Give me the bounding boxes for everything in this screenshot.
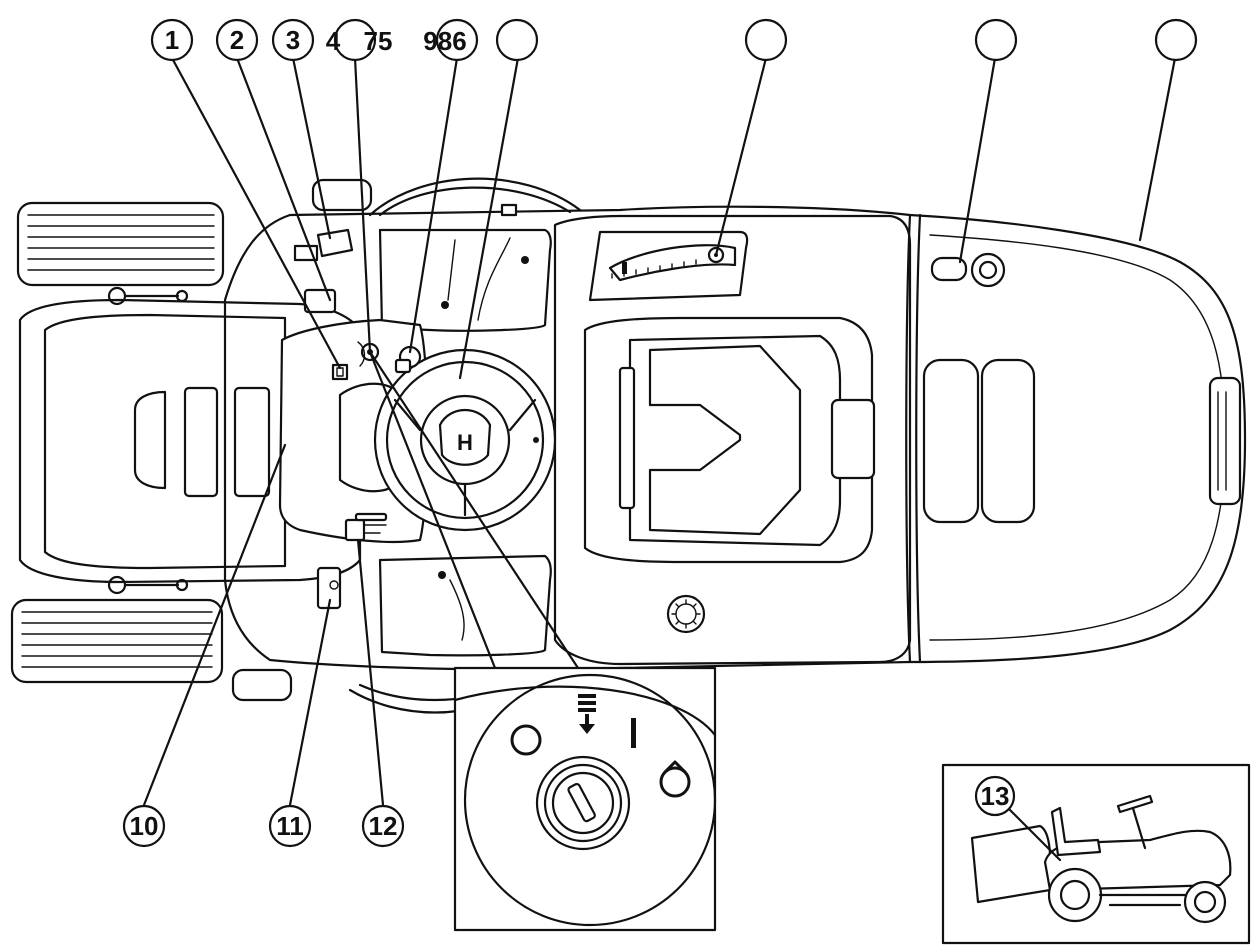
bottom-callouts: 10 11 12 [122, 804, 405, 848]
callout-11: 11 [276, 811, 304, 841]
fuel-gauge-icon [666, 594, 706, 634]
steering-wheel: H [373, 348, 557, 532]
height-scale-ticks [611, 259, 697, 279]
callout-2: 2 [230, 25, 244, 55]
rear-left-tyre [16, 201, 225, 287]
key-slot-icon [535, 755, 631, 851]
ignition-inset [453, 666, 717, 932]
choke-arrow-icon [578, 694, 596, 734]
loose-label-986: 986 [423, 26, 466, 56]
callout-3: 3 [286, 25, 300, 55]
top-callouts: 1 2 3 4 75 986 [150, 18, 1198, 62]
off-circle-icon [510, 724, 542, 756]
callout-13: 13 [981, 781, 1010, 811]
leader-lines [142, 56, 1177, 807]
side-view-inset: 13 [941, 763, 1251, 945]
svg-text:H: H [457, 430, 473, 455]
callout-1: 1 [165, 25, 179, 55]
start-icon [659, 760, 691, 798]
loose-label-75: 75 [364, 26, 393, 56]
on-bar-icon [631, 718, 636, 748]
rear-right-tyre [10, 598, 224, 684]
callout-12: 12 [369, 811, 398, 841]
loose-label-4: 4 [326, 26, 341, 56]
callout-10: 10 [130, 811, 159, 841]
mower-top-view: H [10, 177, 1247, 714]
